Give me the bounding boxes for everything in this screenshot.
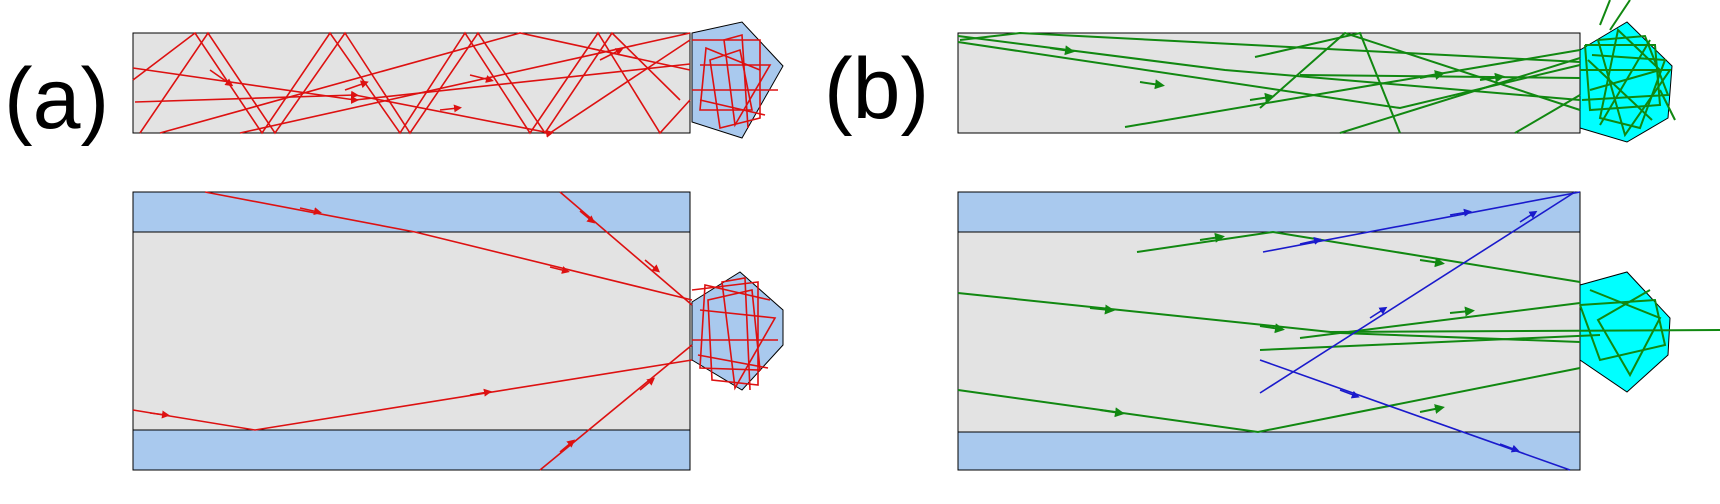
panel-a-zoom [132, 191, 784, 471]
ray-bundle-blue [1259, 191, 1581, 471]
panel-label-b: (b) [824, 41, 929, 137]
ray-bundle-red [132, 31, 778, 138]
ray-bundle-red [132, 191, 778, 471]
panel-label-a: (a) [4, 51, 109, 147]
cladding-top [132, 191, 691, 233]
prism [1579, 271, 1671, 393]
ray-bundle-green [957, 0, 1676, 138]
cladding-bottom [132, 429, 691, 471]
panel-b-top-schematic [957, 0, 1676, 143]
prism [691, 271, 784, 391]
cladding-bottom [957, 431, 1581, 471]
panel-a-top-schematic [132, 21, 784, 139]
ray-bundle-green [957, 230, 1720, 434]
waveguide-core [132, 191, 691, 471]
panel-b-zoom [957, 191, 1720, 471]
cladding-top [957, 191, 1581, 233]
